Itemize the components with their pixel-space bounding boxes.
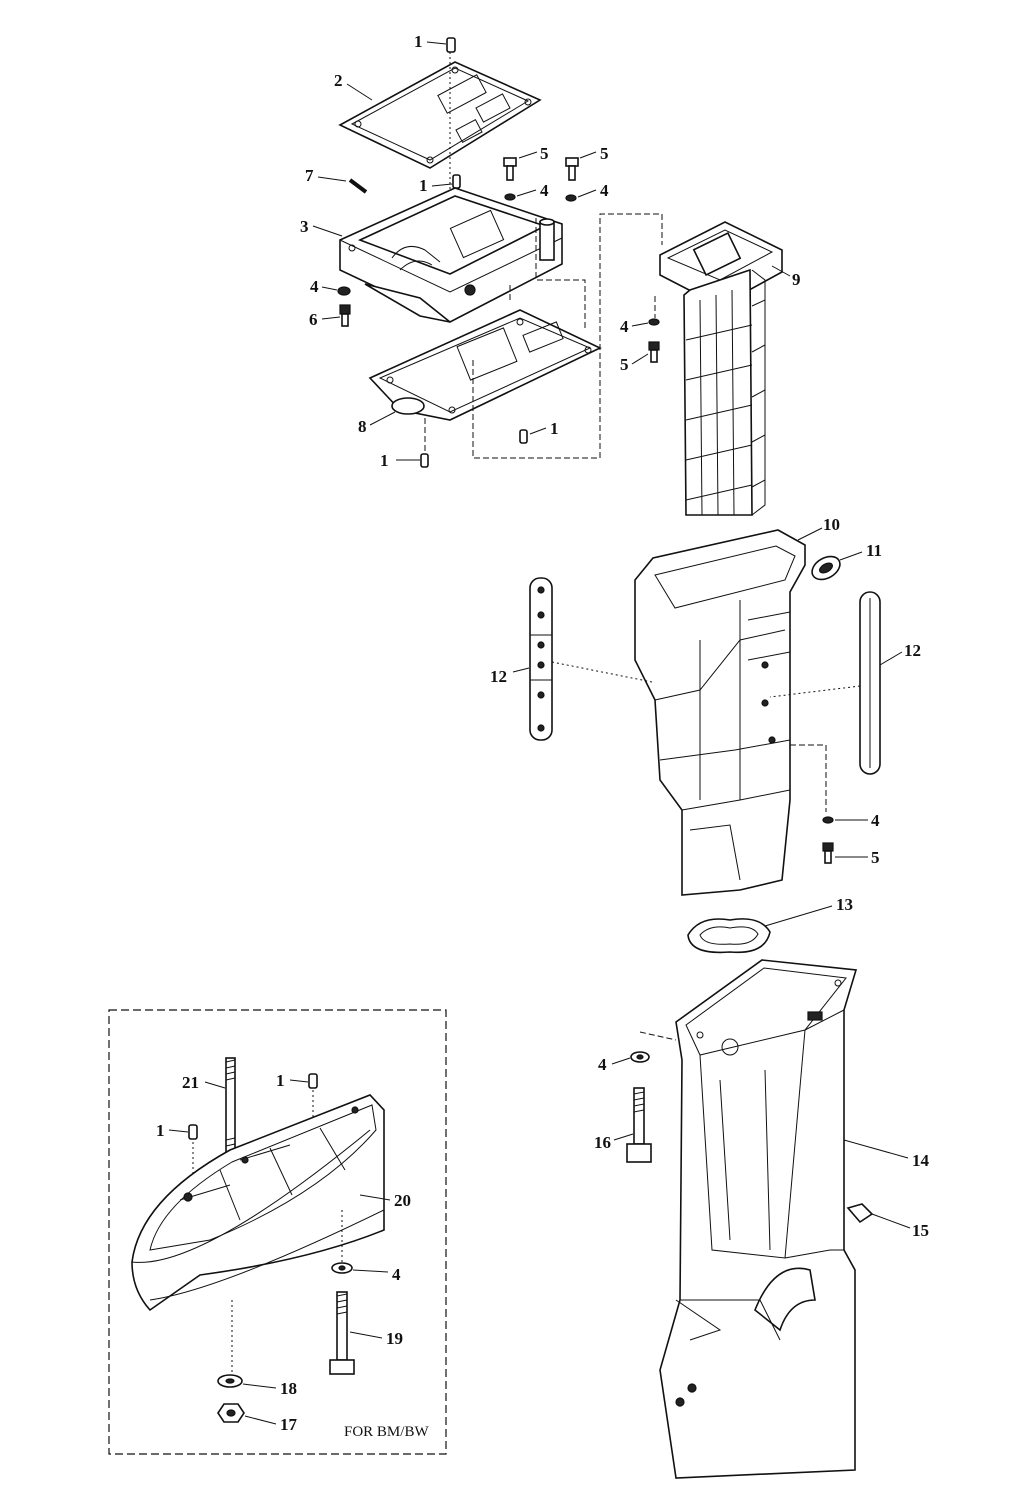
- callout-1a: 1: [414, 32, 423, 51]
- exhaust-tube: [659, 221, 791, 516]
- callout-8: 8: [358, 417, 367, 436]
- callout-21: 21: [182, 1073, 199, 1092]
- seal-ring: [687, 905, 833, 954]
- washer-4-housing: [822, 816, 868, 824]
- bolt-19: [329, 1291, 383, 1375]
- callout-4e: 4: [871, 811, 880, 830]
- callout-16: 16: [594, 1133, 611, 1152]
- callout-4g: 4: [392, 1265, 401, 1284]
- upper-gasket: [338, 61, 542, 169]
- lower-casing: [659, 959, 909, 1479]
- washer-4-tube: [631, 318, 660, 327]
- callout-20: 20: [394, 1191, 411, 1210]
- anode-cap: [846, 1203, 911, 1229]
- washer-4-left: [321, 286, 351, 296]
- inset-box: [108, 1009, 447, 1455]
- callout-1e: 1: [276, 1071, 285, 1090]
- dowel-pin-2: [431, 174, 461, 189]
- callout-17: 17: [280, 1415, 298, 1434]
- callout-5b: 5: [600, 144, 609, 163]
- drive-shaft-housing: [634, 527, 823, 896]
- callout-5c: 5: [620, 355, 629, 374]
- dowel-pin-4: [396, 453, 429, 468]
- adapter-plate: [131, 1094, 391, 1312]
- side-plate-left: [512, 577, 653, 741]
- callout-3: 3: [300, 217, 309, 236]
- callout-4d: 4: [620, 317, 629, 336]
- callout-15: 15: [912, 1221, 929, 1240]
- bolt-5-tube: [631, 341, 660, 365]
- exhaust-plate: [312, 187, 563, 323]
- callout-11: 11: [866, 541, 882, 560]
- washer-4-casing: [611, 1051, 650, 1065]
- lower-gasket: [368, 309, 602, 426]
- callout-5d: 5: [871, 848, 880, 867]
- side-plate-right: [769, 591, 903, 775]
- inset-note: FOR BM/BW: [344, 1424, 429, 1440]
- pin-7: [317, 176, 368, 194]
- callout-4c: 4: [310, 277, 319, 296]
- callout-2: 2: [334, 71, 343, 90]
- callout-6: 6: [309, 310, 318, 329]
- callout-13: 13: [836, 895, 853, 914]
- callout-7: 7: [305, 166, 314, 185]
- callout-18: 18: [280, 1379, 297, 1398]
- bolt-5-top-right: [565, 151, 597, 202]
- bolt-16: [613, 1087, 652, 1163]
- bolt-5-top-left: [503, 151, 538, 201]
- bolt-5-housing: [822, 842, 868, 864]
- callout-1d: 1: [380, 451, 389, 470]
- dowel-pin-3: [519, 427, 547, 444]
- washer-18: [217, 1374, 277, 1389]
- callout-5a: 5: [540, 144, 549, 163]
- callout-9: 9: [792, 270, 801, 289]
- callout-4b: 4: [600, 181, 609, 200]
- callout-4f: 4: [598, 1055, 607, 1074]
- callout-1c: 1: [550, 419, 559, 438]
- callout-19: 19: [386, 1329, 403, 1348]
- bolt-6: [321, 304, 351, 327]
- callout-10: 10: [823, 515, 840, 534]
- dowel-pin-inset-1: [289, 1073, 318, 1118]
- dowel-pin-inset-2: [168, 1124, 198, 1200]
- washer-4-inset: [331, 1262, 389, 1274]
- callout-14: 14: [912, 1151, 930, 1170]
- grommet: [811, 551, 863, 581]
- callout-1f: 1: [156, 1121, 165, 1140]
- callout-1b: 1: [419, 176, 428, 195]
- callout-12a: 12: [490, 667, 507, 686]
- callout-4a: 4: [540, 181, 549, 200]
- dowel-pin-top: [426, 37, 456, 53]
- callout-12b: 12: [904, 641, 921, 660]
- nut-17: [217, 1403, 277, 1425]
